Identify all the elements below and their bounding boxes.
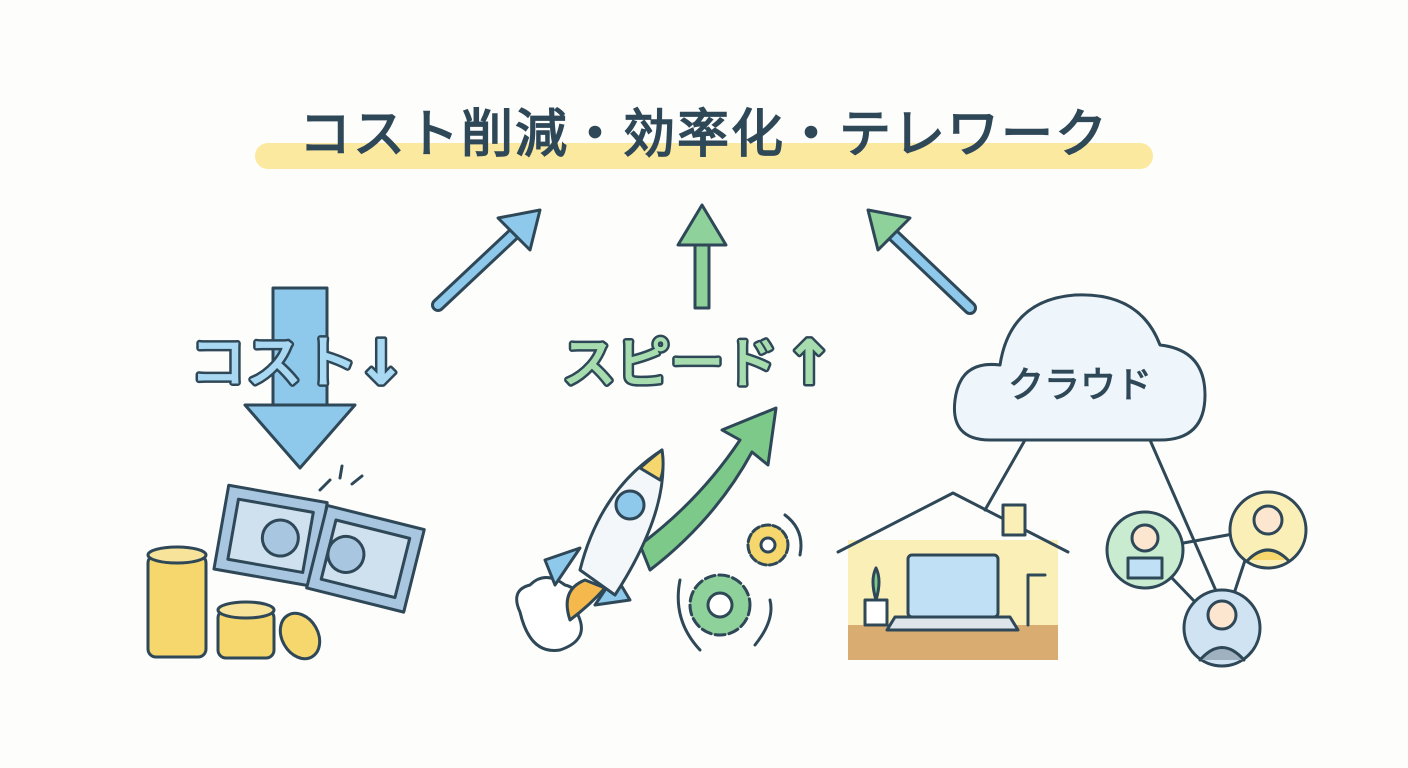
cloud-icon (952, 293, 1207, 442)
gears-icon (676, 513, 803, 652)
person-avatar-man (1182, 588, 1262, 668)
speed-label: スピード (562, 332, 778, 395)
home-office-icon (836, 491, 1070, 660)
cost-down-arrow-icon: ↓ (355, 326, 407, 399)
person-avatar-woman (1228, 490, 1308, 570)
cloud-label: クラウド (1008, 365, 1152, 406)
torn-banknote-icon (212, 464, 426, 614)
title-highlight (255, 143, 1153, 169)
rocket-icon (515, 448, 665, 653)
cost-label: コスト (190, 331, 358, 396)
arrow-up-icon (676, 203, 728, 310)
person-avatar-laptop (1105, 510, 1185, 590)
title: コスト削減・効率化・テレワーク (299, 105, 1109, 165)
growth-arrow-icon (638, 406, 778, 572)
coin-stack-icon (146, 545, 322, 661)
arrow-up-right-icon (431, 208, 542, 312)
arrow-up-left-icon (866, 208, 977, 315)
big-down-arrow-icon (243, 286, 357, 470)
speed-up-arrow-icon: ↑ (783, 326, 835, 399)
